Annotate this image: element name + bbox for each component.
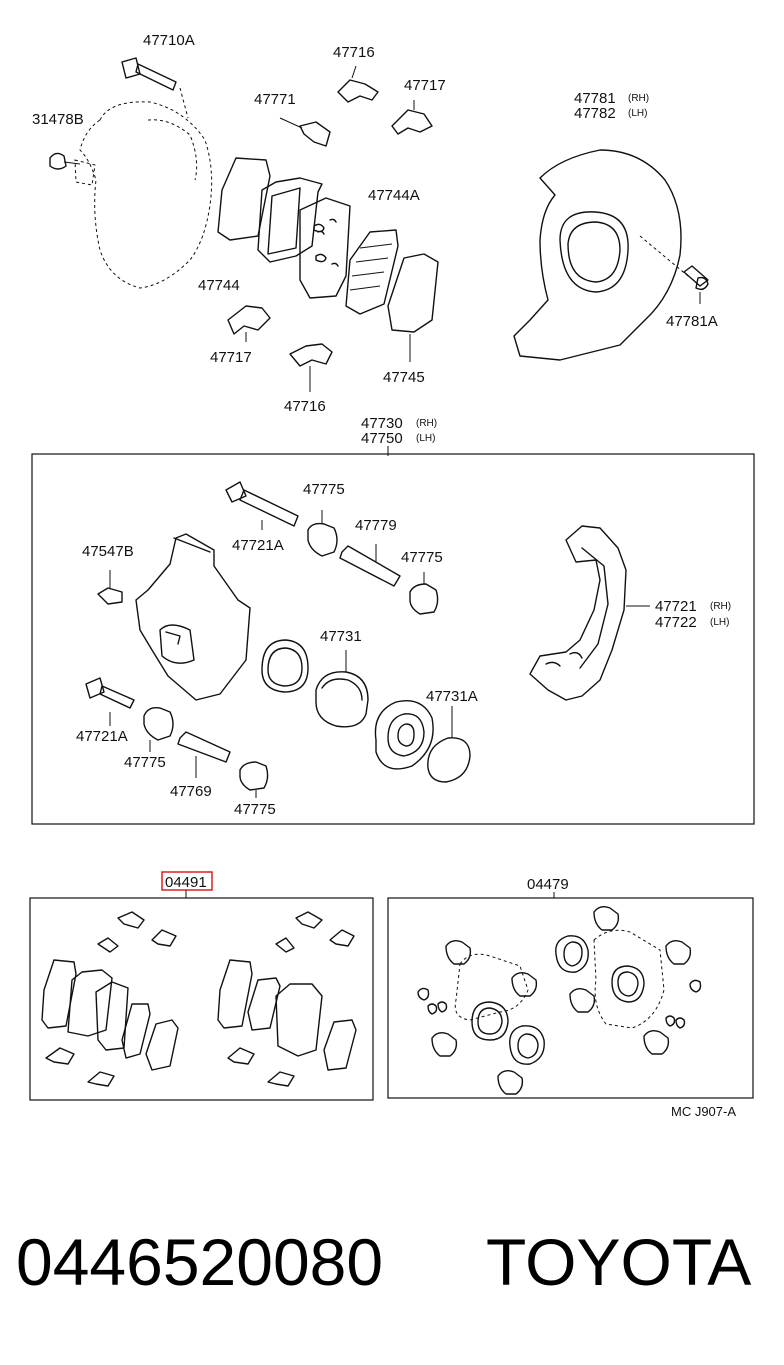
- label-47769: 47769: [170, 783, 212, 800]
- pin-47779: [339, 544, 401, 587]
- reference-code: MC J907-A: [671, 1104, 736, 1119]
- label-47779: 47779: [355, 517, 397, 534]
- label-04479: 04479: [527, 876, 569, 893]
- bolt-47710A: [121, 57, 189, 119]
- shim-47744: [217, 157, 271, 241]
- label-47710A: 47710A: [143, 32, 195, 49]
- pad-kit-contents: [41, 911, 357, 1087]
- bolt-47781A: [683, 265, 709, 304]
- bushing-47775-b: [409, 572, 439, 615]
- seal-47731: [261, 639, 309, 693]
- pad-outer-47745: [387, 253, 439, 362]
- label-47744A: 47744A: [368, 187, 420, 204]
- label-47781-rh: (RH): [628, 93, 649, 104]
- shim-47744A: [345, 229, 399, 315]
- label-47775-a: 47775: [303, 481, 345, 498]
- bleeder-47547B: [97, 570, 123, 605]
- label-47731A: 47731A: [426, 688, 478, 705]
- seal-kit-box: [387, 897, 754, 1099]
- label-04491[interactable]: 04491: [165, 874, 207, 891]
- caliper-assembly-box: [31, 453, 755, 825]
- part-number: 0446520080: [16, 1225, 383, 1299]
- label-47781A: 47781A: [666, 313, 718, 330]
- piston-47731: [315, 650, 369, 728]
- pad-kit-box: [29, 897, 374, 1101]
- clip-47771: [279, 117, 331, 147]
- label-47721: 47721: [655, 598, 697, 615]
- label-47775-c: 47775: [124, 754, 166, 771]
- clip-47716-top: [337, 65, 379, 103]
- pad-inner: [257, 177, 351, 299]
- caliper-outline: [74, 101, 213, 289]
- clip-47716-lower: [289, 343, 333, 392]
- label-47782: 47782: [574, 105, 616, 122]
- label-47722: 47722: [655, 614, 697, 631]
- clip-47717-lower: [227, 305, 271, 342]
- label-47771: 47771: [254, 91, 296, 108]
- bolt-47721A-bottom: [85, 677, 135, 726]
- ring-47731A: [427, 706, 471, 783]
- clip-47717-top: [391, 100, 433, 135]
- label-47721-rh: (RH): [710, 601, 731, 612]
- label-31478B: 31478B: [32, 111, 84, 128]
- label-47745: 47745: [383, 369, 425, 386]
- bushing-47775-c: [143, 706, 174, 752]
- label-47775-b: 47775: [401, 549, 443, 566]
- label-47775-d: 47775: [234, 801, 276, 818]
- label-47716-lower: 47716: [284, 398, 326, 415]
- seal-kit-contents: [417, 905, 702, 1095]
- label-47721A-bottom: 47721A: [76, 728, 128, 745]
- label-47750: 47750: [361, 430, 403, 447]
- highlight-04491: [161, 871, 213, 891]
- bushing-47775-d: [239, 761, 269, 798]
- bolt-47721A-top: [225, 481, 299, 530]
- label-47717-lower: 47717: [210, 349, 252, 366]
- dust-shield-47781: [513, 149, 689, 361]
- brand-name: TOYOTA: [486, 1225, 751, 1299]
- label-47722-lh: (LH): [710, 617, 729, 628]
- label-47731: 47731: [320, 628, 362, 645]
- label-47750-lh: (LH): [416, 433, 435, 444]
- label-47547B: 47547B: [82, 543, 134, 560]
- pin-47769: [177, 731, 231, 778]
- label-47744: 47744: [198, 277, 240, 294]
- label-47730: 47730: [361, 415, 403, 432]
- bushing-47775-a: [307, 510, 338, 557]
- mounting-bracket-47721: [529, 525, 650, 701]
- label-47730-rh: (RH): [416, 418, 437, 429]
- caliper-body: [135, 533, 251, 701]
- bleeder-31478B: [49, 152, 81, 170]
- label-47716-top: 47716: [333, 44, 375, 61]
- label-47717-top: 47717: [404, 77, 446, 94]
- label-47782-lh: (LH): [628, 108, 647, 119]
- label-47781: 47781: [574, 90, 616, 107]
- label-47721A-top: 47721A: [232, 537, 284, 554]
- boot-47731A: [374, 700, 434, 770]
